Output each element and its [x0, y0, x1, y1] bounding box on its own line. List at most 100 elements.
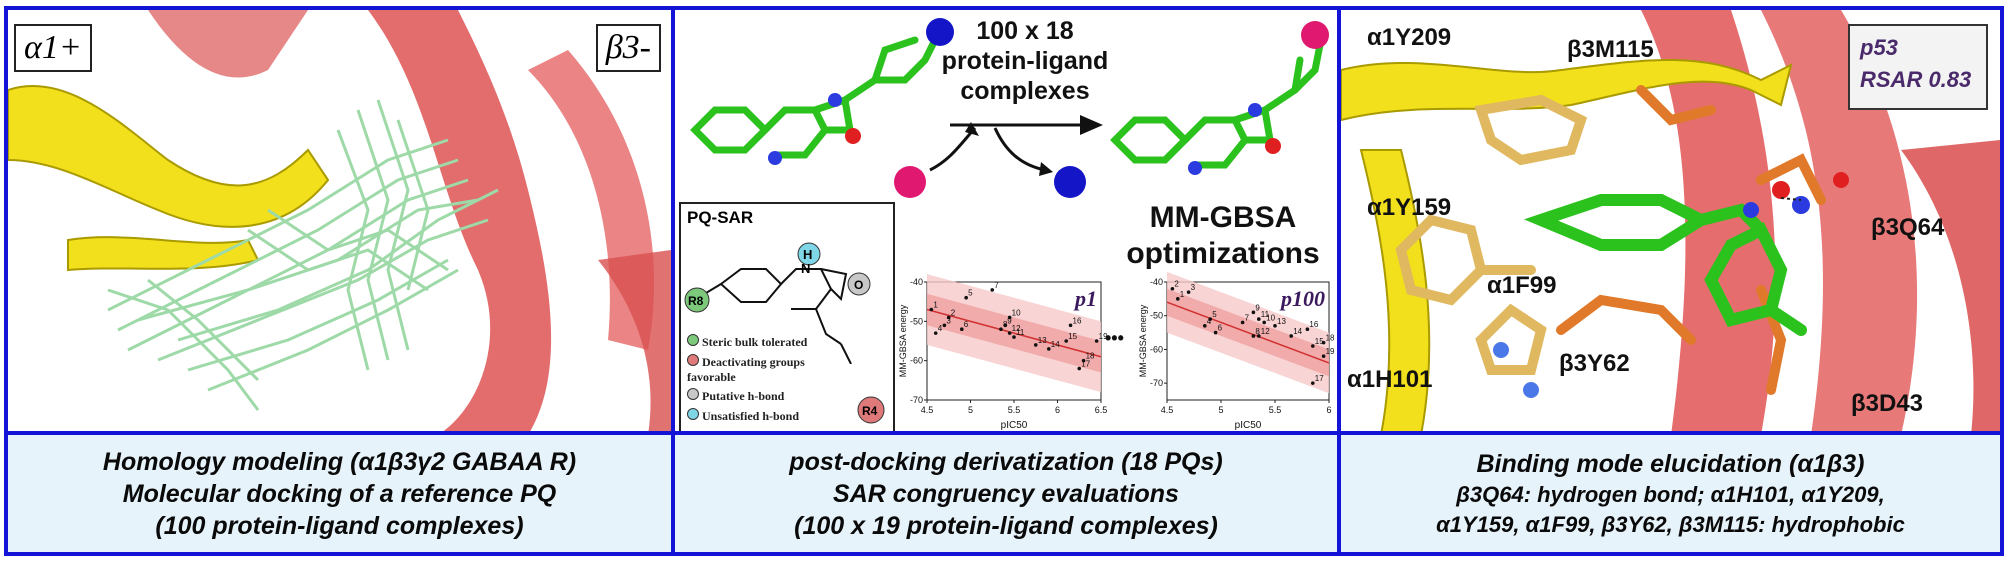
x-tick-label: 6 — [1326, 405, 1331, 415]
mmgbsa-line: optimizations — [1126, 237, 1320, 270]
y-tick-label: -60 — [1150, 344, 1163, 354]
point-label: 6 — [1218, 324, 1223, 333]
point-label: 6 — [964, 320, 969, 329]
data-point — [1251, 334, 1256, 338]
sar-atom-h: H — [803, 247, 812, 262]
putative-hbond-marker — [847, 272, 871, 296]
y-axis-label: MM-GBSA energy — [898, 304, 908, 377]
pq-sar-box: PQ-SAR H N R8 O R4 — [679, 202, 895, 434]
nitrogen-atom — [1743, 202, 1759, 218]
docking-render: α1+ β3- — [8, 10, 671, 435]
binding-render: α1Y209 β3M115 α1Y159 β3Q64 α1F99 β3Y62 α… — [1341, 10, 2000, 435]
sar-title: PQ-SAR — [687, 208, 754, 227]
point-label: 4 — [938, 324, 943, 333]
residue-label: α1H101 — [1347, 366, 1433, 393]
caption-line: SAR congruency evaluations — [833, 479, 1179, 508]
data-point — [1251, 310, 1256, 315]
legend-item: Deactivating groups favorable — [687, 354, 805, 384]
data-point — [933, 331, 938, 335]
residue-label: β3Y62 — [1559, 350, 1630, 377]
complexes-title: 100 x 18 protein-ligand complexes — [925, 16, 1125, 106]
data-point — [1077, 366, 1082, 371]
caption-line: (100 protein-ligand complexes) — [155, 511, 524, 540]
data-point — [1186, 290, 1191, 294]
sar-r4: R4 — [857, 396, 885, 424]
residue-label: β3M115 — [1567, 36, 1654, 63]
sar-atom-n: N — [801, 261, 810, 276]
yellow-ribbon — [8, 85, 330, 228]
nitrogen-atom — [1248, 103, 1262, 117]
point-label: 11 — [1261, 310, 1270, 319]
rsar-value: RSAR 0.83 — [1860, 67, 1972, 92]
data-point — [1311, 381, 1315, 385]
x-tick-label: 5 — [1218, 405, 1223, 415]
binding-illustration — [1341, 10, 2000, 435]
point-label: 2 — [1174, 280, 1179, 289]
caption-line: Molecular docking of a reference PQ — [122, 479, 557, 508]
data-point — [1081, 358, 1086, 363]
plot-ellipsis: ••• — [1105, 328, 1124, 348]
point-label: 2 — [951, 308, 956, 317]
data-point — [929, 307, 934, 312]
title-line: protein-ligand — [941, 47, 1109, 75]
oxygen-atom — [845, 128, 861, 144]
ligand-molecule — [690, 36, 939, 159]
caption-line: post-docking derivatization (18 PQs) — [789, 447, 1223, 476]
nitrogen-atom — [1792, 196, 1810, 214]
point-label: 18 — [1086, 352, 1095, 361]
point-label: 14 — [1293, 327, 1302, 336]
caption-line: Binding mode elucidation (α1β3) — [1476, 449, 1865, 478]
ligand-molecule — [1110, 41, 1324, 169]
data-point — [1305, 327, 1310, 331]
data-point — [1321, 340, 1326, 345]
y-tick-label: -70 — [1150, 378, 1163, 388]
point-label: 13 — [1277, 317, 1286, 326]
title-line: complexes — [960, 77, 1090, 105]
data-point — [1176, 297, 1180, 301]
point-label: 1 — [933, 301, 938, 310]
sar-atom-r8: R8 — [688, 294, 704, 308]
data-point — [1321, 354, 1326, 358]
data-point — [990, 288, 995, 292]
point-label: 5 — [1212, 310, 1217, 319]
x-tick-label: 6 — [1055, 405, 1060, 415]
x-tick-label: 6.5 — [1095, 405, 1108, 415]
data-point — [1311, 344, 1315, 348]
point-label: 12 — [1012, 324, 1021, 333]
ligand-ensemble — [107, 99, 499, 411]
plot-title: p100 — [1279, 286, 1325, 311]
point-label: 7 — [1245, 313, 1250, 322]
sar-structure: H N R8 O — [684, 242, 871, 364]
x-axis-label: pIC50 — [1001, 420, 1028, 431]
data-point — [999, 327, 1003, 331]
point-label: 13 — [1038, 336, 1047, 345]
y-tick-label: -70 — [910, 395, 923, 405]
data-point — [1240, 320, 1245, 325]
data-point — [1213, 330, 1218, 335]
blue-substituent-sphere — [926, 18, 954, 46]
caption-line: β3Q64: hydrogen bond; α1H101, α1Y209, — [1456, 481, 1885, 507]
data-point — [1273, 324, 1277, 328]
point-label: 12 — [1261, 327, 1270, 336]
x-tick-label: 5 — [968, 405, 973, 415]
point-label: 16 — [1309, 320, 1318, 329]
data-point — [1257, 317, 1261, 321]
bound-ligand — [1523, 194, 1807, 336]
oxygen-atom — [1265, 138, 1281, 154]
data-point — [1007, 315, 1012, 320]
data-point — [1068, 323, 1073, 328]
point-label: 16 — [1073, 316, 1082, 325]
regression-line — [926, 308, 1102, 358]
data-point — [1203, 324, 1207, 328]
panel1-caption: Homology modeling (α1β3γ2 GABAA R) Molec… — [8, 431, 671, 552]
red-ribbon — [368, 10, 552, 435]
x-tick-label: 5.5 — [1008, 405, 1021, 415]
data-point — [1289, 334, 1293, 338]
y-tick-label: -50 — [1150, 311, 1163, 321]
point-label: 10 — [1266, 313, 1275, 322]
mmgbsa-label: MM-GBSA optimizations — [1123, 200, 1323, 272]
regression-line — [1166, 301, 1330, 364]
data-point — [1003, 323, 1008, 328]
data-point — [1262, 320, 1266, 325]
